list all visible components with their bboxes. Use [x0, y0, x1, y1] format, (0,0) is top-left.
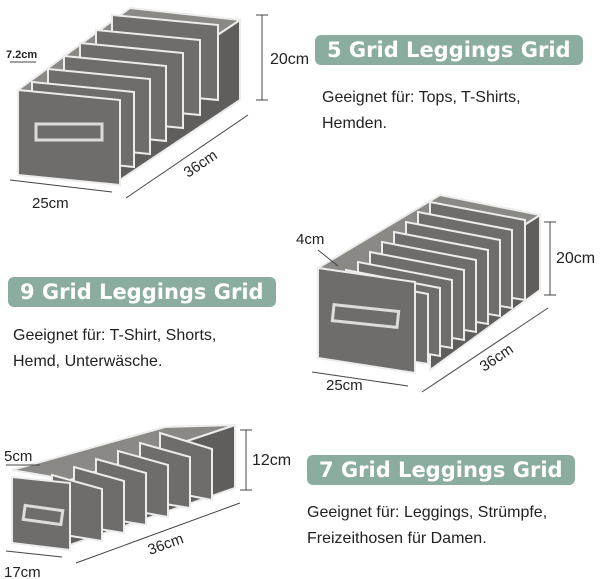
product-description: Geeignet für: Tops, T-Shirts, Hemden. — [322, 85, 521, 137]
organizer-5-grid-illustration: 20cm 7.2cm 25cm 36cm — [6, 6, 309, 212]
product-title: 7 Grid Leggings Grid — [307, 455, 575, 485]
product-title: 5 Grid Leggings Grid — [315, 35, 583, 65]
product-title: 9 Grid Leggings Grid — [8, 277, 276, 307]
dim-slot: 4cm — [296, 231, 324, 248]
desc-line: Hemd, Unterwäsche. — [13, 353, 163, 370]
dim-width: 25cm — [32, 195, 69, 212]
desc-line: Geeignet für: Tops, T-Shirts, — [322, 89, 521, 106]
dim-length: 36cm — [181, 147, 221, 182]
dim-height: 12cm — [252, 452, 291, 469]
desc-line: Hemden. — [322, 115, 387, 132]
dim-slot: 5cm — [4, 448, 32, 465]
dim-width: 25cm — [326, 377, 363, 394]
product-5-grid: 20cm 7.2cm 25cm 36cm 5 Grid Leggings Gri… — [0, 0, 600, 212]
dim-height: 20cm — [270, 51, 309, 68]
product-description: Geeignet für: Leggings, Strümpfe, Freize… — [307, 500, 547, 552]
dim-width: 17cm — [4, 564, 41, 579]
dim-height: 20cm — [556, 250, 595, 267]
organizer-9-grid-illustration: 20cm 4cm 25cm 36cm — [296, 193, 595, 394]
desc-line: Freizeithosen für Damen. — [307, 530, 487, 547]
dim-slot: 7.2cm — [6, 49, 37, 61]
desc-line: Geeignet für: Leggings, Strümpfe, — [307, 504, 548, 521]
product-9-grid: 20cm 4cm 25cm 36cm 9 Grid Leggings Grid … — [0, 190, 600, 405]
organizer-7-grid-illustration: 12cm 5cm 17cm 36cm — [4, 423, 291, 579]
product-description: Geeignet für: T-Shirt, Shorts, Hemd, Unt… — [13, 323, 216, 375]
desc-line: Geeignet für: T-Shirt, Shorts, — [13, 327, 217, 344]
dim-length: 36cm — [477, 341, 517, 376]
dim-length: 36cm — [146, 530, 186, 559]
product-7-grid: 12cm 5cm 17cm 36cm 7 Grid Leggings Grid … — [0, 405, 600, 579]
